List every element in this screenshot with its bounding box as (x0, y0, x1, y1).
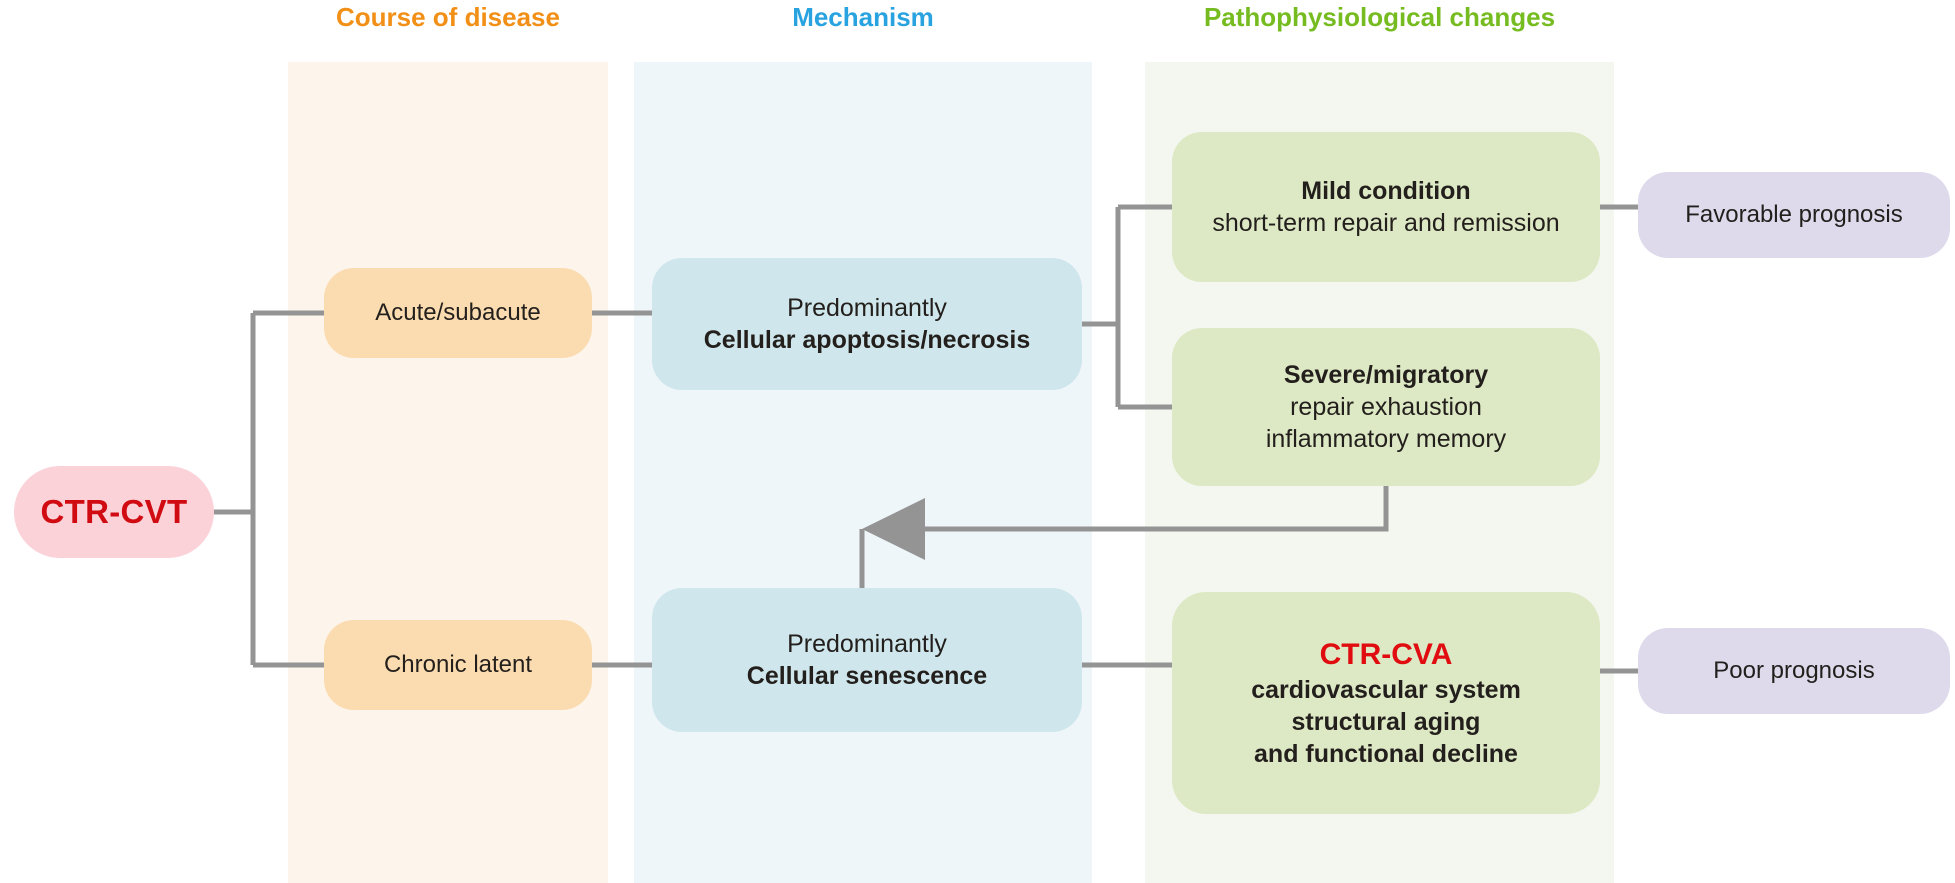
node-ctr-cva[interactable]: CTR-CVA cardiovascular system structural… (1172, 592, 1600, 814)
column-header-pathophysiological-changes: Pathophysiological changes (1203, 2, 1556, 32)
node-senescence-line2: Cellular senescence (746, 662, 988, 690)
node-ctr-cva-detail-2: structural aging (1291, 708, 1481, 737)
node-chronic-latent-label: Chronic latent (383, 650, 533, 678)
node-severe-detail-1: repair exhaustion (1290, 393, 1482, 421)
node-severe-title: Severe/migratory (1283, 361, 1489, 389)
node-ctr-cvt[interactable]: CTR-CVT (14, 466, 214, 558)
node-apoptosis-line1: Predominantly (787, 294, 947, 322)
node-ctr-cvt-label: CTR-CVT (40, 492, 188, 530)
node-favorable-prognosis[interactable]: Favorable prognosis (1638, 172, 1950, 258)
node-ctr-cva-detail-1: cardiovascular system (1251, 676, 1521, 705)
node-mild-detail: short-term repair and remission (1212, 209, 1560, 237)
node-poor-prognosis-label: Poor prognosis (1713, 656, 1875, 684)
column-background-course (288, 62, 608, 883)
node-ctr-cva-detail-3: and functional decline (1254, 740, 1518, 769)
column-header-mechanism: Mechanism (792, 2, 934, 32)
node-cellular-apoptosis-necrosis[interactable]: Predominantly Cellular apoptosis/necrosi… (652, 258, 1082, 390)
node-senescence-line1: Predominantly (787, 630, 947, 658)
node-ctr-cva-title: CTR-CVA (1319, 637, 1453, 671)
node-favorable-prognosis-label: Favorable prognosis (1685, 200, 1903, 228)
column-header-course-of-disease: Course of disease (336, 2, 560, 32)
node-mild-title: Mild condition (1301, 177, 1471, 205)
node-poor-prognosis[interactable]: Poor prognosis (1638, 628, 1950, 714)
node-acute-subacute[interactable]: Acute/subacute (324, 268, 592, 358)
node-cellular-senescence[interactable]: Predominantly Cellular senescence (652, 588, 1082, 732)
node-mild-condition[interactable]: Mild condition short-term repair and rem… (1172, 132, 1600, 282)
node-acute-subacute-label: Acute/subacute (375, 298, 541, 326)
node-chronic-latent[interactable]: Chronic latent (324, 620, 592, 710)
column-background-mechanism (634, 62, 1092, 883)
node-severe-detail-2: inflammatory memory (1265, 425, 1507, 453)
node-severe-migratory[interactable]: Severe/migratory repair exhaustion infla… (1172, 328, 1600, 486)
node-apoptosis-line2: Cellular apoptosis/necrosis (703, 326, 1031, 354)
